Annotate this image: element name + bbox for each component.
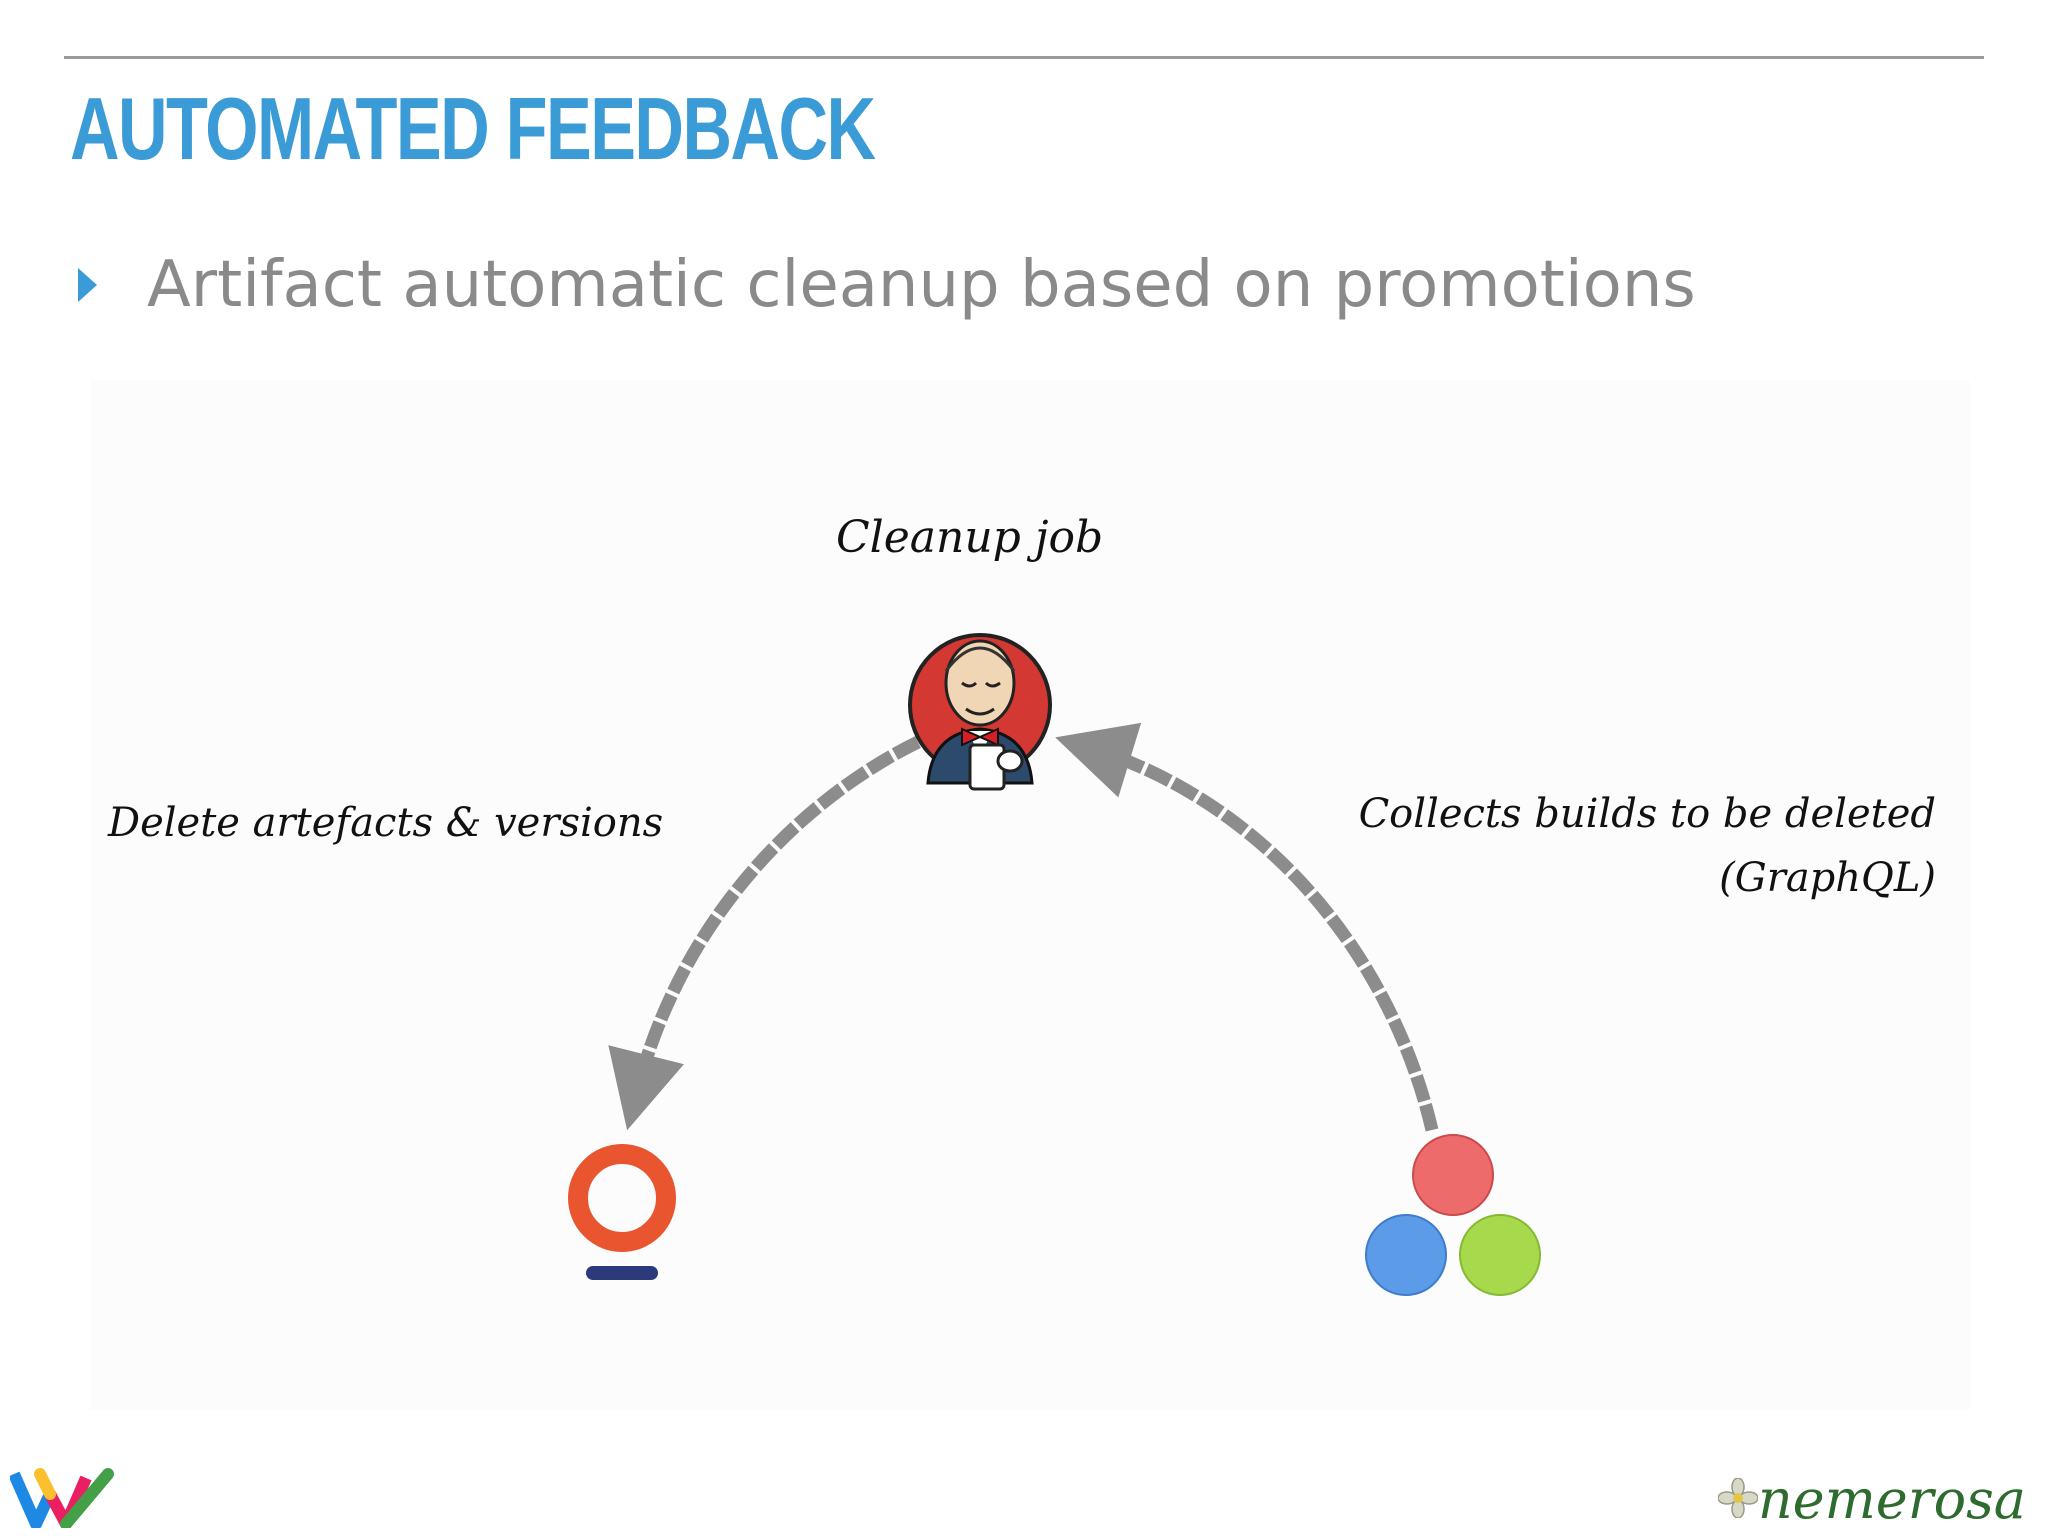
nemerosa-flower-icon xyxy=(1717,1476,1759,1522)
triangle-right-icon xyxy=(78,268,97,302)
bullet-item: Artifact automatic cleanup based on prom… xyxy=(78,248,1696,322)
nemerosa-brand-text: nemerosa xyxy=(1757,1468,2026,1531)
slide-title: AUTOMATED FEEDBACK xyxy=(70,79,876,178)
top-rule xyxy=(64,56,1984,59)
artifactory-icon xyxy=(568,1144,676,1280)
arrow-collect xyxy=(1055,722,1439,1132)
cleanup-job-label: Cleanup job xyxy=(836,512,1104,563)
arrow-delete xyxy=(608,736,921,1131)
delete-artefacts-label: Delete artefacts & versions xyxy=(108,800,664,846)
nemerosa-logo: nemerosa xyxy=(1717,1468,2026,1531)
collects-builds-label: Collects builds to be deleted (GraphQL) xyxy=(1359,782,1936,910)
diagram-background xyxy=(90,380,1970,1410)
jenkins-icon xyxy=(908,633,1052,791)
collects-builds-line-2: (GraphQL) xyxy=(1719,855,1936,901)
w-logo-icon xyxy=(8,1468,114,1532)
collects-builds-line-1: Collects builds to be deleted xyxy=(1358,791,1936,837)
bullet-text: Artifact automatic cleanup based on prom… xyxy=(147,248,1696,322)
ontrack-icon xyxy=(1365,1134,1541,1296)
